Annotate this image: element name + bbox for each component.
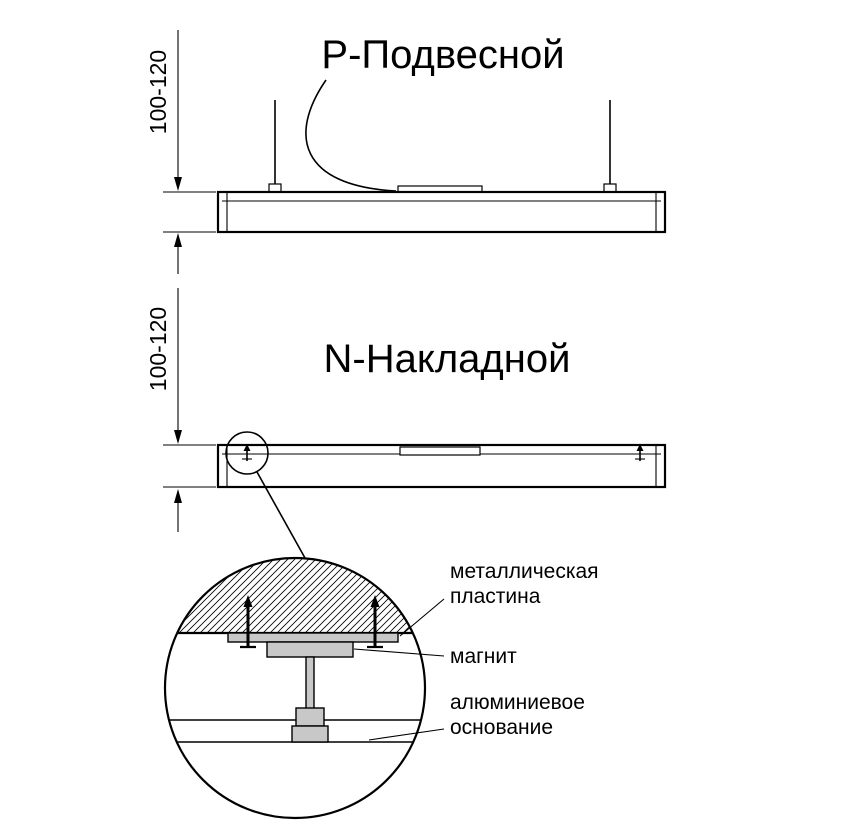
ceiling-hatch [165, 558, 425, 633]
pendant-suspension [268, 100, 617, 193]
metal-plate [227, 632, 399, 643]
stem-bolt [305, 656, 315, 711]
pendant-title-leader-curve [305, 79, 397, 192]
plate-leader-line [399, 598, 445, 637]
base-block-lower [291, 725, 329, 743]
surface-section: N-Накладной 100-120 [145, 288, 667, 559]
dimension-arrow-down [174, 177, 182, 191]
surface-screw-left [242, 444, 252, 461]
base-leader-line [368, 728, 445, 741]
pendant-luminaire [216, 185, 667, 234]
pendant-title: Р-Подвесной [321, 33, 564, 77]
dimension-arrow-up [174, 233, 182, 247]
screw-tip [243, 595, 253, 607]
plate-label-line1: металлическая [450, 560, 599, 583]
surface-dimension: 100-120 [145, 288, 216, 532]
detail-screw-right [367, 595, 383, 649]
surface-luminaire [216, 443, 667, 489]
suspension-grip-left [268, 183, 282, 193]
base-block-upper [295, 707, 325, 727]
callout-circle [225, 431, 269, 475]
detail-section: металлическая пластина магнит алюминиево… [163, 556, 599, 820]
detail-circle-border [163, 556, 427, 820]
pendant-dimension: 100-120 [145, 30, 216, 274]
pendant-section: Р-Подвесной 100-120 [145, 30, 667, 274]
magnet-block [266, 641, 354, 658]
screw-tip [243, 444, 251, 451]
base-label-line1: алюминиевое [450, 691, 585, 714]
detail-labels: металлическая пластина магнит алюминиево… [353, 560, 599, 741]
pendant-body [216, 190, 667, 234]
magnet-leader-line [353, 648, 445, 657]
callout-leader-line [256, 471, 306, 559]
pendant-dimension-label: 100-120 [145, 50, 171, 134]
surface-dimension-label: 100-120 [145, 307, 171, 391]
magnet-label: магнит [450, 645, 517, 668]
plate-label-line2: пластина [450, 585, 541, 608]
dimension-arrow-up [174, 489, 182, 503]
surface-driver-slot [399, 446, 481, 456]
surface-screw-right [635, 444, 645, 461]
dimension-arrow-down [174, 430, 182, 444]
base-label-line2: основание [450, 716, 553, 739]
screw-tip [370, 595, 380, 607]
detail-screw-left [240, 595, 256, 649]
suspension-grip-right [603, 183, 617, 193]
surface-title: N-Накладной [324, 337, 571, 381]
screw-tip [636, 444, 644, 451]
